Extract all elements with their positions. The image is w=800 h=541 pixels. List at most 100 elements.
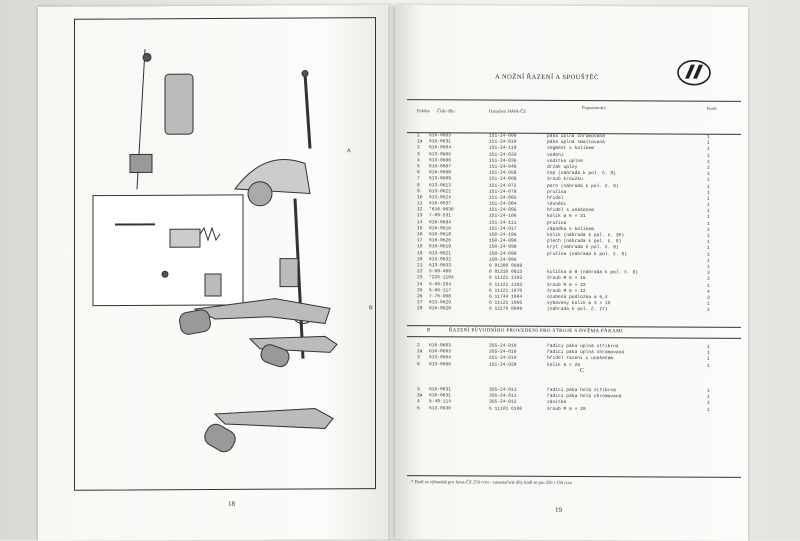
cell-cislo: 613-0621 (429, 251, 451, 256)
cell-oz: 151-24-058 (489, 171, 517, 176)
cell-qty: 3 (707, 296, 710, 301)
cell-pos: 11 (417, 201, 423, 206)
cell-pos: 3 (417, 387, 420, 392)
cell-pos: 22 (417, 269, 423, 274)
cell-qty: 1 (707, 172, 710, 177)
cell-name: řadicí páka úplná chromovaná (547, 350, 624, 355)
cell-name: řadicí páka úplná stříbrná (547, 344, 619, 349)
cell-oz: 151-24-020 (489, 152, 517, 157)
cell-cislo: 616-0628 (429, 307, 451, 312)
cell-pos: 28 (417, 306, 423, 311)
cell-cislo: 613-0632 (429, 257, 451, 262)
cell-pos: 5 (417, 406, 420, 411)
cell-cislo: 616-0631 (429, 393, 451, 398)
cell-oz: 150-24-098 (489, 251, 517, 256)
cell-cislo: 613-0630 (429, 406, 451, 411)
cell-pos: 1 (417, 133, 420, 138)
cell-oz: 151-24-084 (489, 202, 517, 207)
right-page-number: 19 (555, 506, 562, 514)
cell-cislo: 616-0604 (429, 146, 451, 151)
cell-oz: 151-24-079 (489, 189, 517, 194)
cell-oz: 151-24-036 (489, 158, 517, 163)
cell-pos: 17 (417, 238, 423, 243)
left-page: A B 18 (38, 5, 393, 541)
cell-name: pružina (547, 190, 566, 195)
cell-oz: 6 11121 1065 (489, 301, 522, 306)
cell-qty: 1 (707, 240, 710, 245)
cell-name: (náhrada k pol. č. 27) (547, 307, 608, 312)
cell-oz: 151-24-111 (489, 220, 517, 225)
cell-qty: 1 (707, 147, 710, 152)
section-a-title: A NOŽNÍ ŘAZENÍ A SPOUŠTĚČ (495, 74, 599, 82)
cell-cislo: 613-0622 (429, 189, 451, 194)
cell-oz: 150-24-090 (489, 239, 517, 244)
cell-cislo: 616-0603 (429, 343, 451, 348)
figure-label-b: B (369, 305, 373, 311)
col-pos: Poloha (417, 108, 430, 113)
table-column-headers: Poloha Číslo dílu Označení JAWA-ČZ Pojme… (407, 99, 741, 135)
cell-cislo: 5-48-114 (429, 400, 451, 405)
exploded-parts-diagram (75, 18, 375, 490)
cell-cislo: 613-0606 (429, 158, 451, 163)
cell-oz: 6 11101 6100 (489, 406, 522, 411)
open-book: A B 18 A NOŽNÍ ŘAZENÍ A SPOUŠTĚČ Poloha … (38, 6, 748, 540)
cell-pos: 19 (417, 251, 423, 256)
cell-cislo: 616-0616 (429, 226, 451, 231)
jawa-logo-icon (677, 59, 711, 87)
cell-name: plech (náhrada k pol. č. 8) (547, 239, 621, 244)
cell-name: kryt (náhrada k pol. č. 8) (547, 245, 619, 250)
cell-oz: 151-24-072 (489, 183, 517, 188)
cell-name: pero (náhrada k pol. č. 8) (547, 183, 619, 188)
cell-qty: 1 (707, 357, 710, 362)
cell-name: hřídel s unášečem (547, 208, 594, 213)
left-page-number: 18 (228, 500, 235, 508)
cell-oz: 355-24-010 (489, 344, 517, 349)
cell-name: šroub M 6 × 22 (547, 282, 586, 287)
cell-pos: 24 (417, 282, 423, 287)
cell-cislo: 616-0607 (429, 164, 451, 169)
cell-oz: 151-24-017 (489, 226, 517, 231)
cell-pos: 3 (417, 152, 420, 157)
cell-pos: 9 (417, 189, 420, 194)
cell-pos: 6 (417, 362, 420, 367)
cell-qty: 1 (707, 178, 710, 183)
cell-qty: 1 (707, 234, 710, 239)
section-b-title: ŘAZENÍ PŮVODNÍHO PROVEDENÍ PRO STROJE S … (449, 328, 623, 334)
cell-qty: 1 (707, 345, 710, 350)
cell-cislo: 7-76-008 (429, 294, 451, 299)
cell-qty: 3 (707, 271, 710, 276)
cell-cislo: 613-0624 (429, 195, 451, 200)
cell-qty: 1 (707, 302, 710, 307)
col-cislo: Číslo dílu (437, 108, 485, 113)
cell-name: pružina (547, 220, 566, 225)
cell-qty: 3 (707, 277, 710, 282)
cell-cislo: 616-0603 (429, 349, 451, 354)
cell-name: vodítko úplné (547, 159, 583, 164)
cell-oz: 151-24-048 (489, 165, 517, 170)
cell-pos: 4 (417, 400, 420, 405)
cell-pos: 23 (417, 276, 423, 281)
gear-wheel (248, 182, 272, 206)
cell-name: šroub M 6 × 15 (547, 276, 586, 281)
parts-table-b: 2 616-0603 355-24-010 řadicí páka úplná stř… (407, 343, 741, 369)
cell-oz: 150-24-096 (489, 257, 517, 262)
cell-name: páka úplná smaltovaná (547, 140, 605, 145)
cell-cislo: 616-0631 (429, 139, 451, 144)
cell-oz: 6 12170 0009 (489, 307, 522, 312)
cell-name: hřídel řazení s unášečem (547, 356, 613, 361)
cell-qty: 1 (707, 252, 710, 257)
cell-name: kolík ø 6 × 31 (547, 214, 586, 219)
cell-qty: 1 (707, 215, 710, 220)
cell-qty: 1 (707, 283, 710, 288)
cell-qty: 1 (707, 407, 710, 412)
cell-qty: 1 (707, 135, 710, 140)
cell-cislo: 613-0606 (429, 152, 451, 157)
cell-qty: 1 (707, 184, 710, 189)
cell-pos: 2 (417, 343, 420, 348)
cell-name: ozubená podložka ø 6,4 (547, 295, 608, 300)
cell-pos: 21 (417, 263, 423, 268)
cell-name: těsnění (547, 202, 566, 207)
cell-qty: 1 (707, 265, 710, 270)
cell-qty: 1 (707, 395, 710, 400)
